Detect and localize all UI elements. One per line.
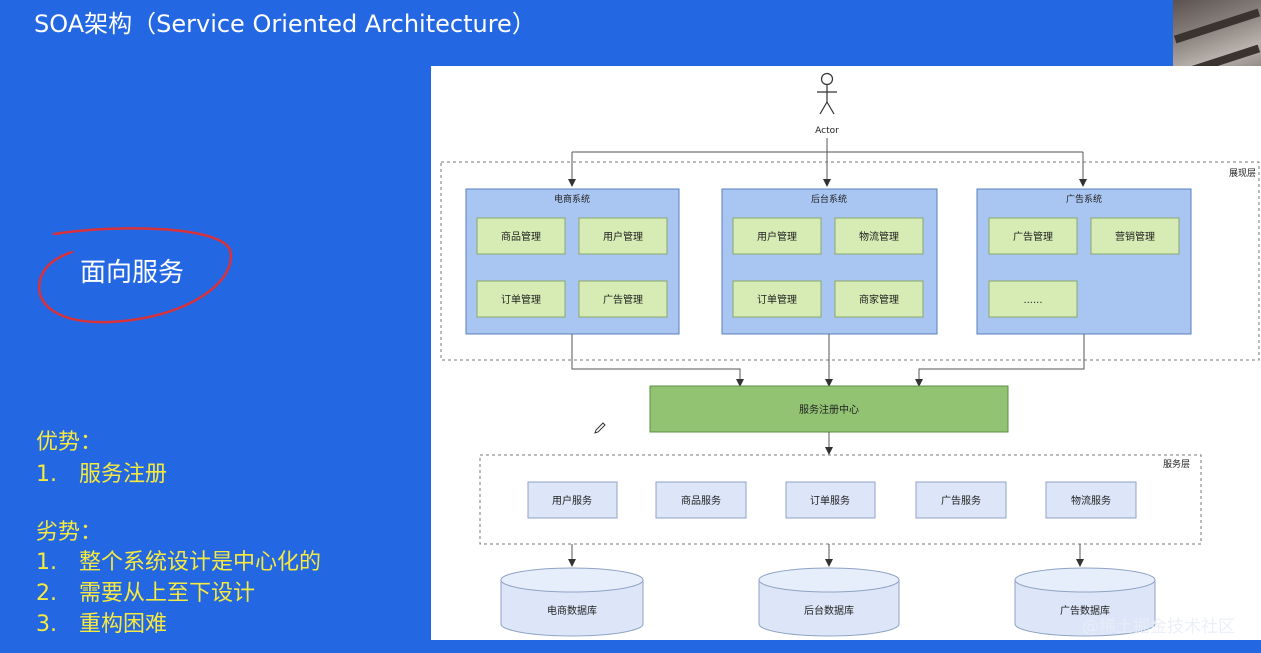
module-label: 广告管理 (1013, 230, 1053, 243)
service-label: 广告服务 (941, 494, 981, 507)
item-text: 整个系统设计是中心化的 (79, 550, 322, 575)
module-label: 物流管理 (859, 230, 899, 243)
service-registry-box (649, 385, 1009, 433)
module-label: 商家管理 (859, 293, 899, 306)
module-box (732, 217, 822, 255)
module-box (476, 280, 566, 318)
service-label: 订单服务 (810, 494, 850, 507)
database-ecommerce: 电商数据库 (500, 567, 644, 637)
database-arrows (568, 544, 1084, 567)
service-registry-label: 服务注册中心 (799, 403, 859, 416)
system-ecommerce: 电商系统 商品管理 用户管理 订单管理 广告管理 (465, 188, 680, 335)
system-advertising: 广告系统 广告管理 营销管理 ...... (976, 188, 1192, 335)
disadvantages-heading: 劣势： (36, 520, 103, 545)
database-backend: 后台数据库 (758, 567, 900, 637)
item-number: 2. (36, 581, 57, 606)
module-box (988, 280, 1078, 318)
module-box (834, 280, 924, 318)
service-label: 物流服务 (1071, 494, 1111, 507)
actor-label: Actor (815, 126, 839, 136)
advantage-item: 1. 服务注册 (36, 456, 167, 488)
module-box (578, 280, 668, 318)
item-text: 重构困难 (79, 612, 168, 637)
watermark: @稀土掘金技术社区 (1082, 617, 1235, 637)
disadvantage-item: 3. 重构困难 (36, 606, 167, 638)
database-label: 广告数据库 (1060, 604, 1110, 617)
actor-arrows (568, 138, 1087, 187)
service-box (1045, 481, 1137, 519)
presentation-layer-frame (440, 161, 1260, 361)
disadvantage-item: 2. 需要从上至下设计 (36, 575, 255, 607)
module-label: 营销管理 (1115, 230, 1155, 243)
module-label: 订单管理 (757, 293, 797, 306)
module-box (476, 217, 566, 255)
service-box (655, 481, 747, 519)
advantages-heading: 优势： (36, 430, 103, 455)
database-advertising: 广告数据库 (1014, 567, 1156, 637)
service-box (527, 481, 618, 519)
module-label: 用户管理 (603, 230, 643, 243)
module-label: 用户管理 (757, 230, 797, 243)
system-backend: 后台系统 用户管理 物流管理 订单管理 商家管理 (721, 188, 938, 335)
item-text: 服务注册 (79, 462, 168, 487)
architecture-diagram: Actor 展现层 电商系统 商品管理 用户管理 订单管理 广告管理 (431, 66, 1261, 640)
module-box (1090, 217, 1180, 255)
service-box (915, 481, 1007, 519)
module-box (988, 217, 1078, 255)
module-box (732, 280, 822, 318)
actor-icon (817, 72, 837, 115)
item-text: 需要从上至下设计 (79, 581, 256, 606)
system-title: 后台系统 (811, 193, 847, 205)
hand-drawn-circle (37, 227, 233, 324)
item-number: 1. (36, 462, 57, 487)
service-label: 商品服务 (681, 494, 721, 507)
registry-arrows (571, 334, 1085, 387)
slide-title: SOA架构（Service Oriented Architecture） (34, 10, 536, 38)
item-number: 1. (36, 550, 57, 575)
database-label: 电商数据库 (547, 604, 597, 617)
service-layer-label: 服务层 (1163, 458, 1190, 470)
module-box (834, 217, 924, 255)
item-number: 3. (36, 612, 57, 637)
database-label: 后台数据库 (804, 604, 854, 617)
service-boxes: 用户服务 商品服务 订单服务 广告服务 物流服务 (527, 481, 1137, 519)
service-label: 用户服务 (552, 494, 592, 507)
module-label: ...... (1023, 295, 1042, 306)
system-title: 广告系统 (1066, 193, 1102, 205)
pen-cursor-icon (594, 422, 606, 434)
system-title: 电商系统 (554, 193, 590, 205)
presentation-layer-label: 展现层 (1229, 168, 1256, 179)
module-box (578, 217, 668, 255)
module-label: 广告管理 (603, 293, 643, 306)
module-label: 订单管理 (501, 293, 541, 306)
focus-text: 面向服务 (80, 258, 185, 288)
module-label: 商品管理 (501, 230, 541, 243)
disadvantage-item: 1. 整个系统设计是中心化的 (36, 544, 321, 576)
service-layer-frame (479, 454, 1202, 545)
service-box (785, 481, 876, 519)
